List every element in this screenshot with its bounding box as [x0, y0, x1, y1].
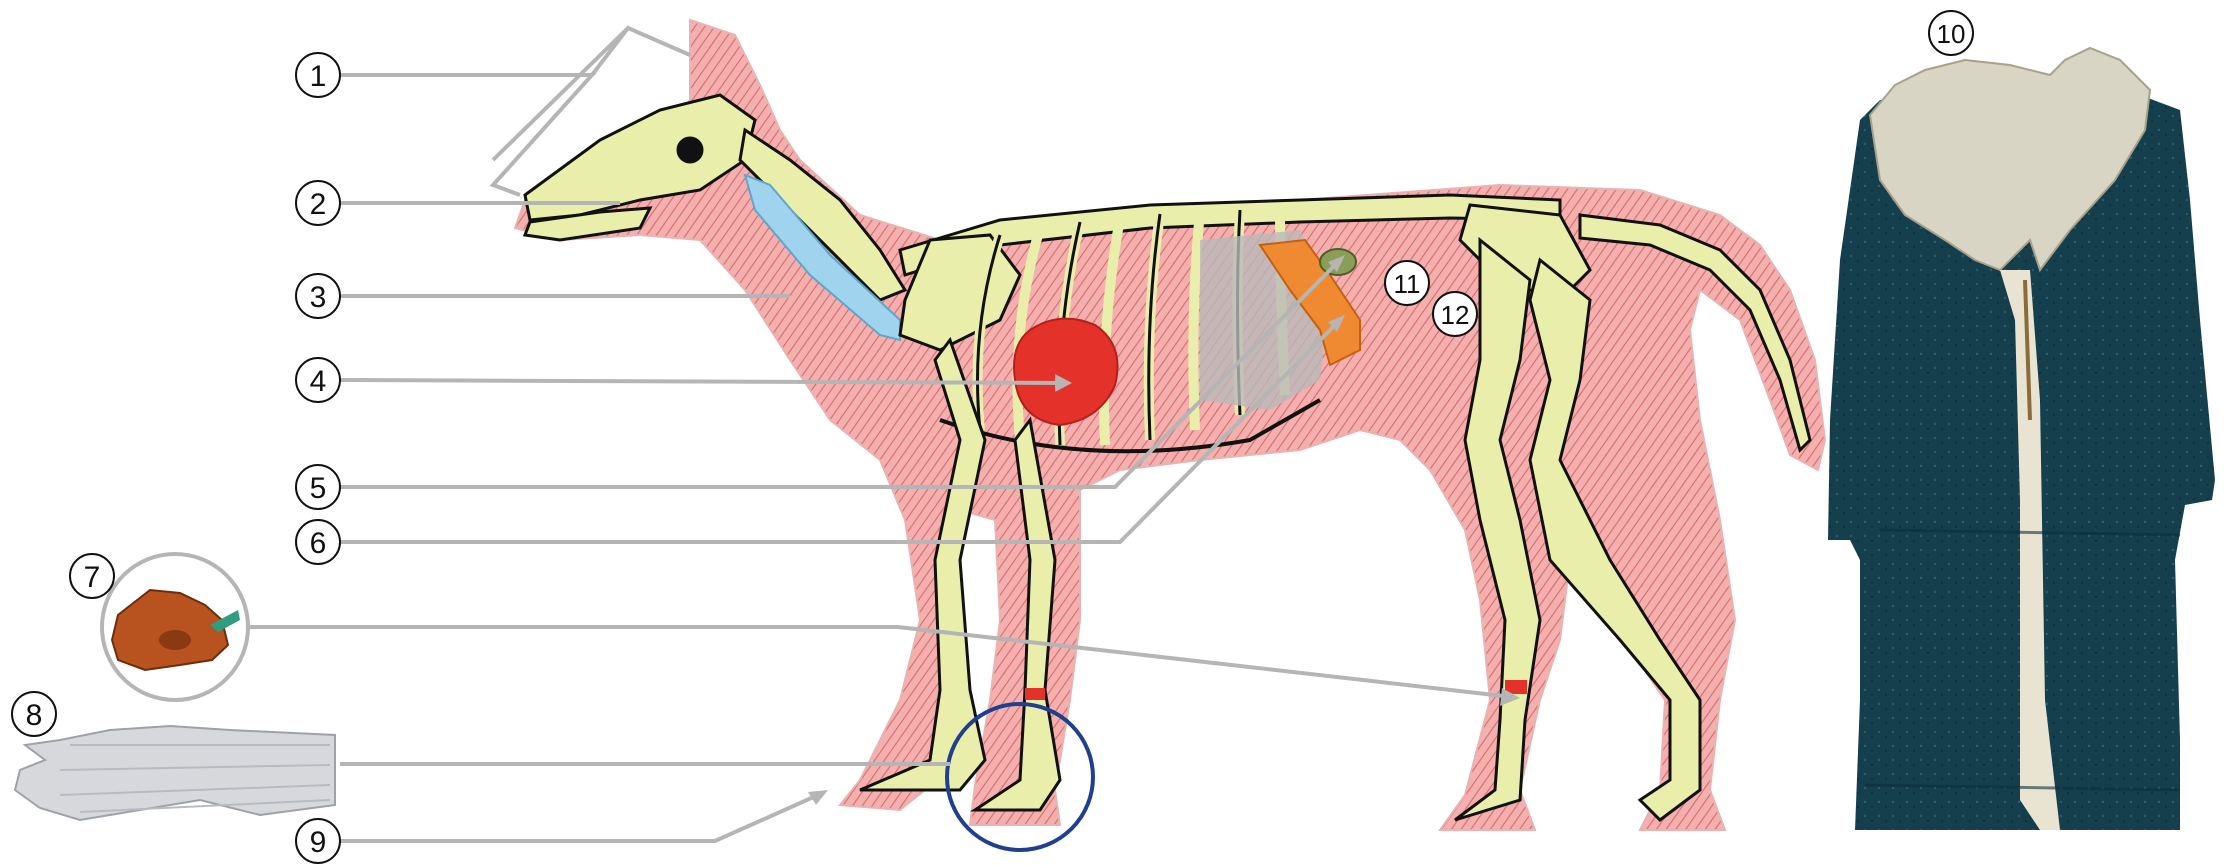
- callout-7: 7: [70, 554, 114, 598]
- callout-1-number: 1: [310, 60, 327, 93]
- callout-2-number: 2: [310, 188, 327, 221]
- leader-line-7: [250, 627, 1512, 697]
- callout-6: 6: [296, 520, 340, 564]
- callout-10: 10: [1929, 11, 1973, 55]
- callout-9: 9: [296, 819, 340, 863]
- callout-12: 12: [1433, 292, 1477, 336]
- leader-line-9: [340, 795, 818, 841]
- callout-3: 3: [296, 274, 340, 318]
- callout-11: 11: [1385, 261, 1429, 305]
- callout-8: 8: [12, 692, 56, 736]
- callout-4-number: 4: [310, 365, 327, 398]
- callout-9-number: 9: [310, 826, 327, 859]
- callout-6-number: 6: [310, 527, 327, 560]
- callout-7-number: 7: [84, 561, 101, 594]
- callout-10-number: 10: [1937, 19, 1966, 49]
- callout-11-number: 11: [1394, 269, 1421, 299]
- fur-coat-image: [1828, 48, 2215, 830]
- callout-8-number: 8: [26, 699, 43, 732]
- callout-5: 5: [296, 465, 340, 509]
- callout-3-number: 3: [310, 281, 327, 314]
- fore-leg-red-mark: [1025, 688, 1045, 700]
- bone-fragment-inset: [102, 554, 248, 700]
- callout-12-number: 12: [1441, 300, 1470, 330]
- foot-bones-inset: [15, 726, 335, 820]
- callout-1: 1: [296, 53, 340, 97]
- callout-5-number: 5: [310, 472, 327, 505]
- callout-4: 4: [296, 358, 340, 402]
- callout-2: 2: [296, 181, 340, 225]
